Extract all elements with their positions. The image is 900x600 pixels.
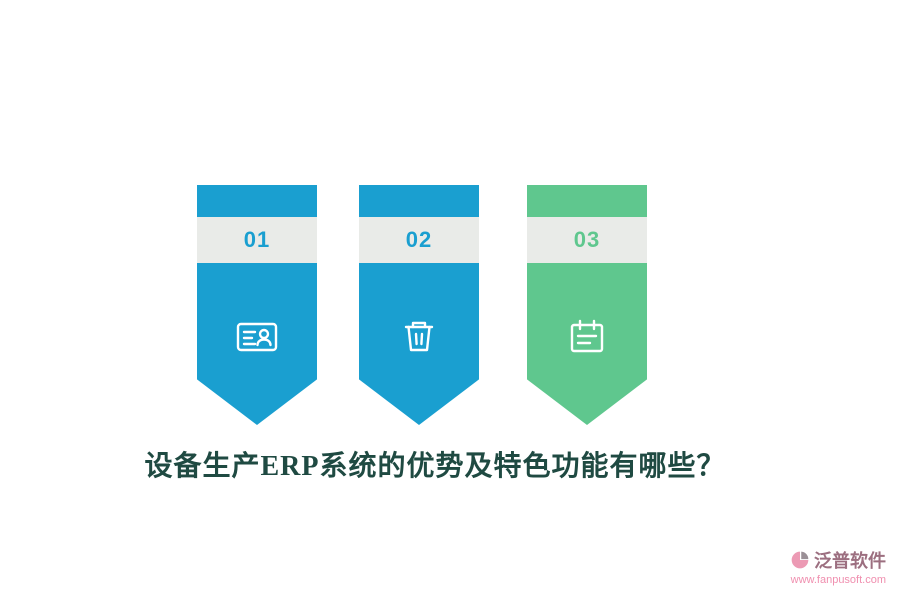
banner-2: 02 [359,185,479,425]
banner-3: 03 [527,185,647,425]
banner-1: 01 [197,185,317,425]
contact-card-icon [197,311,317,363]
banner-1-number: 01 [243,227,271,252]
page-title: 设备生产ERP系统的优势及特色功能有哪些？ [144,451,726,482]
banner-1-number-band: 01 [197,217,317,263]
brand-name: 泛普软件 [814,551,886,571]
fanpu-logo-icon [790,550,810,570]
watermark: 泛普软件 www.fanpusoft.com [790,547,886,586]
memo-icon [527,311,647,363]
banner-3-number-band: 03 [527,217,647,263]
brand-url: www.fanpusoft.com [790,574,886,586]
trash-bin-icon [359,311,479,363]
banner-2-number: 02 [405,227,433,252]
banner-3-number: 03 [573,227,601,252]
watermark-top-row: 泛普软件 [790,547,886,573]
banner-2-number-band: 02 [359,217,479,263]
